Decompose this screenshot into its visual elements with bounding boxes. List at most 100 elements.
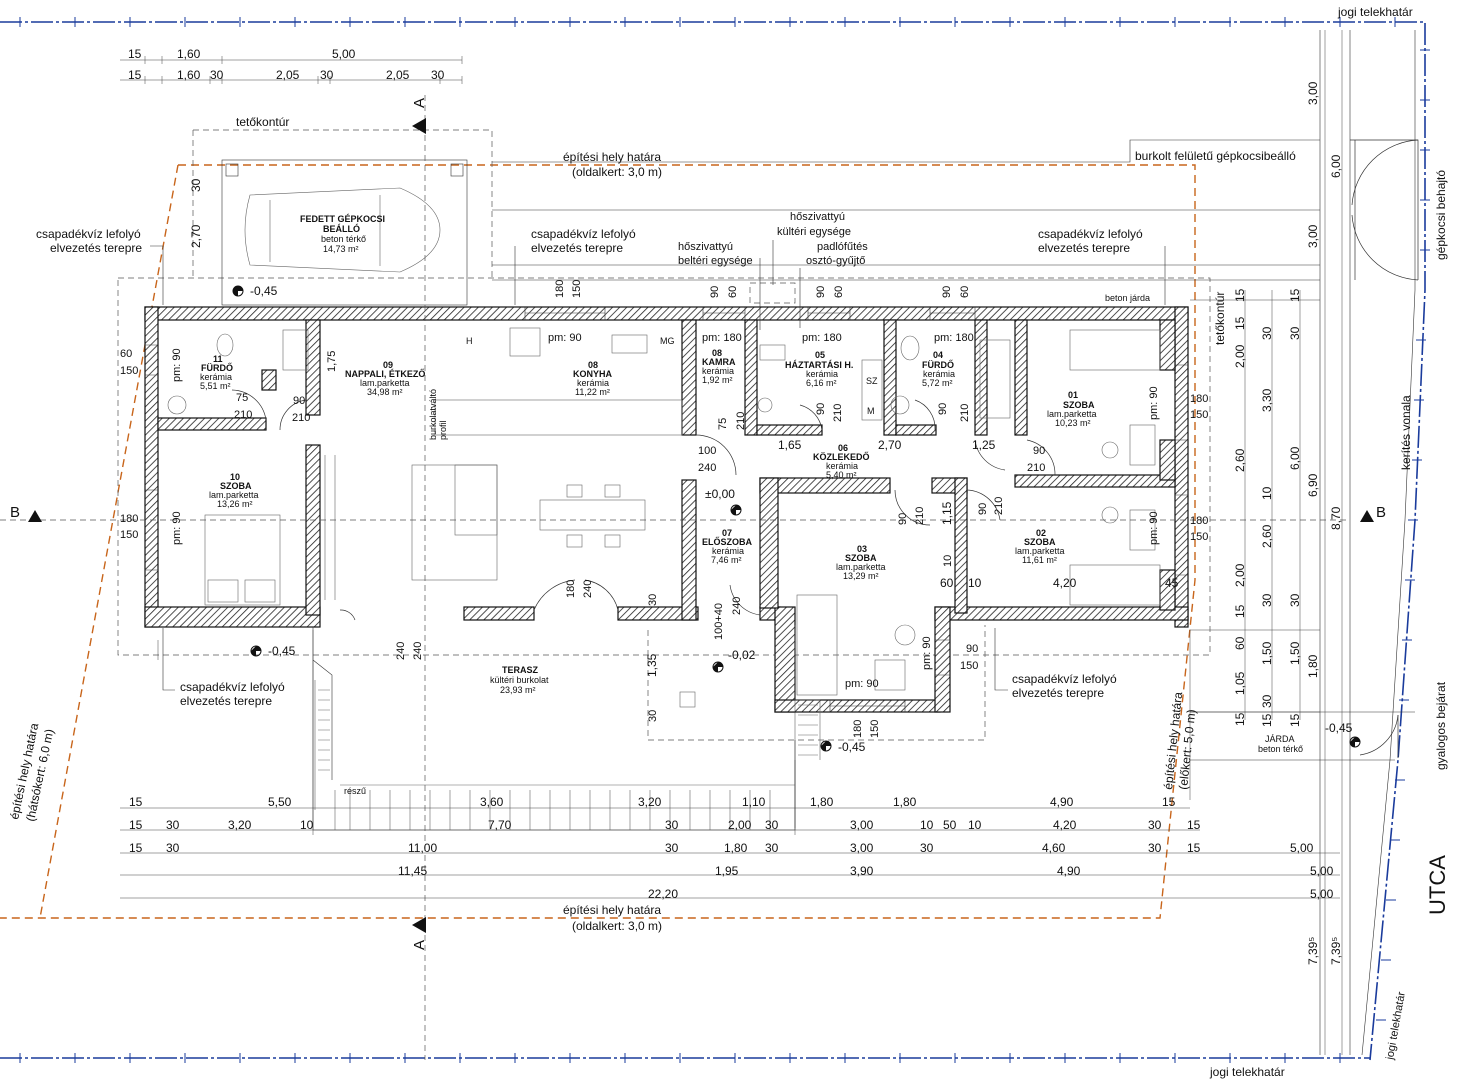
svg-text:240: 240 (395, 642, 407, 660)
fence-line-label: kerítés vonala (1399, 395, 1413, 470)
svg-text:34,98 m²: 34,98 m² (367, 387, 403, 397)
svg-text:15: 15 (1162, 795, 1176, 809)
room-02: 02 SZOBA lam.parketta 11,61 m² (1015, 528, 1065, 565)
svg-text:5,51 m²: 5,51 m² (200, 381, 231, 391)
level-marker: ±0,00 (705, 487, 742, 516)
svg-text:pm: 90: pm: 90 (921, 636, 933, 670)
annotations: csapadékvíz lefolyó elvezetés terepre cs… (36, 211, 1166, 708)
room-10: 10 SZOBA lam.parketta 13,26 m² (209, 472, 259, 509)
svg-text:05: 05 (815, 350, 825, 360)
section-lines: B B A A (0, 95, 1386, 1060)
svg-text:4,90: 4,90 (1050, 795, 1074, 809)
svg-text:-0,45: -0,45 (250, 284, 278, 298)
svg-text:M: M (867, 406, 875, 416)
svg-text:2,70: 2,70 (189, 224, 203, 248)
svg-text:15: 15 (128, 47, 142, 61)
svg-text:5,00: 5,00 (1290, 841, 1314, 855)
pedestrian-entry-label: gyalogos bejárat (1434, 681, 1448, 770)
extension-lines (157, 299, 1320, 835)
svg-text:60: 60 (959, 286, 971, 298)
svg-text:30: 30 (1148, 841, 1162, 855)
svg-text:15: 15 (1233, 316, 1247, 330)
svg-text:3,30: 3,30 (1260, 388, 1274, 412)
svg-text:02: 02 (1036, 528, 1046, 538)
svg-text:profil: profil (438, 420, 448, 440)
svg-text:1,65: 1,65 (778, 438, 802, 452)
carport-area: 14,73 m² (323, 244, 359, 254)
svg-text:10: 10 (300, 818, 314, 832)
svg-text:1,95: 1,95 (715, 864, 739, 878)
svg-text:15: 15 (128, 68, 142, 82)
svg-text:kerámia: kerámia (923, 369, 955, 379)
partial-label: részű (344, 786, 366, 796)
svg-text:10,23 m²: 10,23 m² (1055, 418, 1091, 428)
svg-text:8,70: 8,70 (1329, 506, 1343, 530)
svg-text:1,25: 1,25 (972, 438, 996, 452)
svg-text:1,50: 1,50 (1288, 641, 1302, 665)
svg-text:11,22 m²: 11,22 m² (575, 387, 610, 397)
lot-boundary-label-bottom: jogi telekhatár (1209, 1065, 1285, 1079)
dimensions-bottom: 15 5,50 3,60 3,20 1,10 1,80 1,80 4,90 15… (120, 795, 1340, 901)
svg-text:30: 30 (210, 68, 224, 82)
svg-text:30: 30 (1148, 818, 1162, 832)
svg-text:150: 150 (960, 660, 978, 672)
svg-text:csapadékvíz lefolyó: csapadékvíz lefolyó (1012, 672, 1117, 686)
level-marker: -0,02 (712, 648, 756, 673)
svg-text:SZOBA: SZOBA (220, 481, 252, 491)
svg-text:lam.parketta: lam.parketta (1047, 409, 1097, 419)
svg-text:210: 210 (993, 497, 1005, 515)
svg-text:06: 06 (838, 443, 848, 453)
svg-text:2,05: 2,05 (386, 68, 410, 82)
svg-text:KAMRA: KAMRA (702, 357, 736, 367)
svg-text:90: 90 (815, 286, 827, 298)
paved-parking-label: burkolt felületű gépkocsibeálló (1135, 149, 1296, 163)
svg-text:3,20: 3,20 (638, 795, 662, 809)
svg-text:4,60: 4,60 (1042, 841, 1066, 855)
svg-text:90: 90 (966, 643, 978, 655)
svg-text:08: 08 (712, 348, 722, 358)
svg-text:10: 10 (968, 818, 982, 832)
building-area-bottom-note: (oldalkert: 3,0 m) (572, 919, 662, 933)
svg-text:210: 210 (234, 409, 252, 421)
roof-contour: tetőkontúr tetőkontúr (117, 115, 1227, 741)
room-09: 09 NAPPALI, ÉTKEZŐ lam.parketta 34,98 m² (345, 360, 425, 397)
svg-text:90: 90 (937, 403, 949, 415)
svg-text:3,00: 3,00 (850, 818, 874, 832)
lot-boundary-lines: jogi telekhatár jogi telekhatár jogi tel… (0, 5, 1430, 1079)
svg-text:60: 60 (833, 286, 845, 298)
svg-text:30: 30 (1288, 326, 1302, 340)
svg-text:3,20: 3,20 (228, 818, 252, 832)
svg-text:NAPPALI, ÉTKEZŐ: NAPPALI, ÉTKEZŐ (345, 368, 425, 379)
svg-text:240: 240 (731, 597, 743, 615)
section-a-bottom: A (411, 940, 428, 950)
svg-text:elvezetés terepre: elvezetés terepre (1012, 686, 1104, 700)
svg-text:4,20: 4,20 (1053, 576, 1077, 590)
svg-text:30: 30 (320, 68, 334, 82)
svg-text:30: 30 (647, 594, 659, 606)
svg-text:6,00: 6,00 (1288, 446, 1302, 470)
svg-text:210: 210 (914, 507, 926, 525)
level-marks: -0,45 -0,45 -0,45 -0,45 -0,02 ±0,00 (232, 284, 1361, 754)
svg-text:H: H (466, 336, 473, 346)
svg-text:240: 240 (582, 580, 594, 598)
svg-text:MG: MG (660, 336, 675, 346)
svg-text:30: 30 (1260, 326, 1274, 340)
level-marker: -0,45 (1325, 721, 1361, 748)
svg-text:210: 210 (292, 412, 310, 424)
svg-text:90: 90 (709, 286, 721, 298)
svg-text:10: 10 (230, 472, 240, 482)
svg-text:SZOBA: SZOBA (1024, 537, 1056, 547)
svg-text:150: 150 (120, 529, 138, 541)
svg-text:3,90: 3,90 (850, 864, 874, 878)
svg-text:pm: 90: pm: 90 (1148, 386, 1160, 420)
svg-text:210: 210 (832, 404, 844, 422)
svg-text:150: 150 (1190, 409, 1208, 421)
svg-text:kültéri egysége: kültéri egysége (777, 226, 851, 238)
walls (144, 306, 1189, 713)
svg-text:kerámia: kerámia (712, 546, 744, 556)
svg-text:60: 60 (940, 576, 954, 590)
svg-text:pm: 90: pm: 90 (845, 678, 879, 690)
svg-text:2,00: 2,00 (728, 818, 752, 832)
svg-text:1,10: 1,10 (742, 795, 766, 809)
svg-text:90: 90 (897, 513, 909, 525)
